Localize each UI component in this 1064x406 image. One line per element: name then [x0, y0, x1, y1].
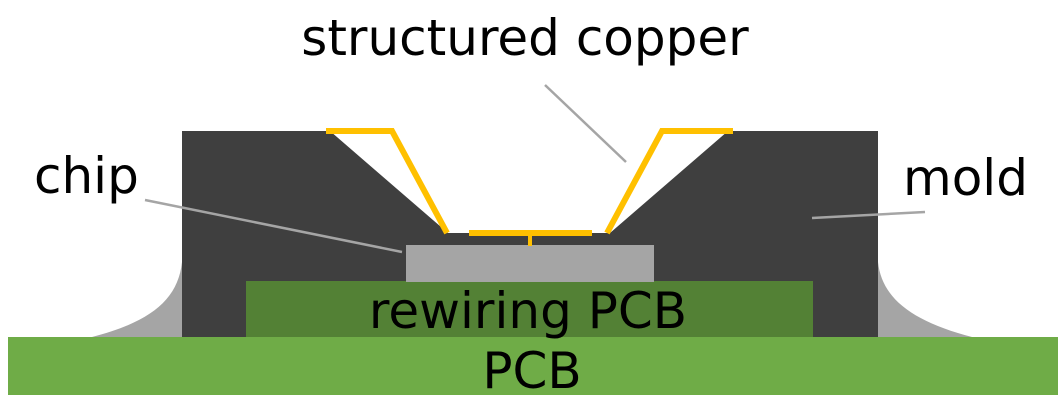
pcb-layer	[8, 337, 1058, 395]
copper-trace	[604, 128, 733, 235]
pcb-label: PCB	[482, 342, 581, 400]
structured-copper-label: structured copper	[301, 9, 749, 67]
mold-leader	[811, 210, 926, 220]
chip-die	[406, 245, 654, 282]
chip-leader	[144, 198, 403, 254]
copper-trace	[326, 128, 450, 235]
chip-label: chip	[34, 147, 139, 205]
left-fillet	[92, 262, 182, 337]
mold-label: mold	[903, 149, 1028, 207]
right-fillet	[878, 262, 972, 337]
rewiring-pcb-label: rewiring PCB	[369, 282, 687, 340]
structured-copper-leader	[544, 84, 627, 163]
rewiring-pcb-layer	[246, 281, 813, 337]
